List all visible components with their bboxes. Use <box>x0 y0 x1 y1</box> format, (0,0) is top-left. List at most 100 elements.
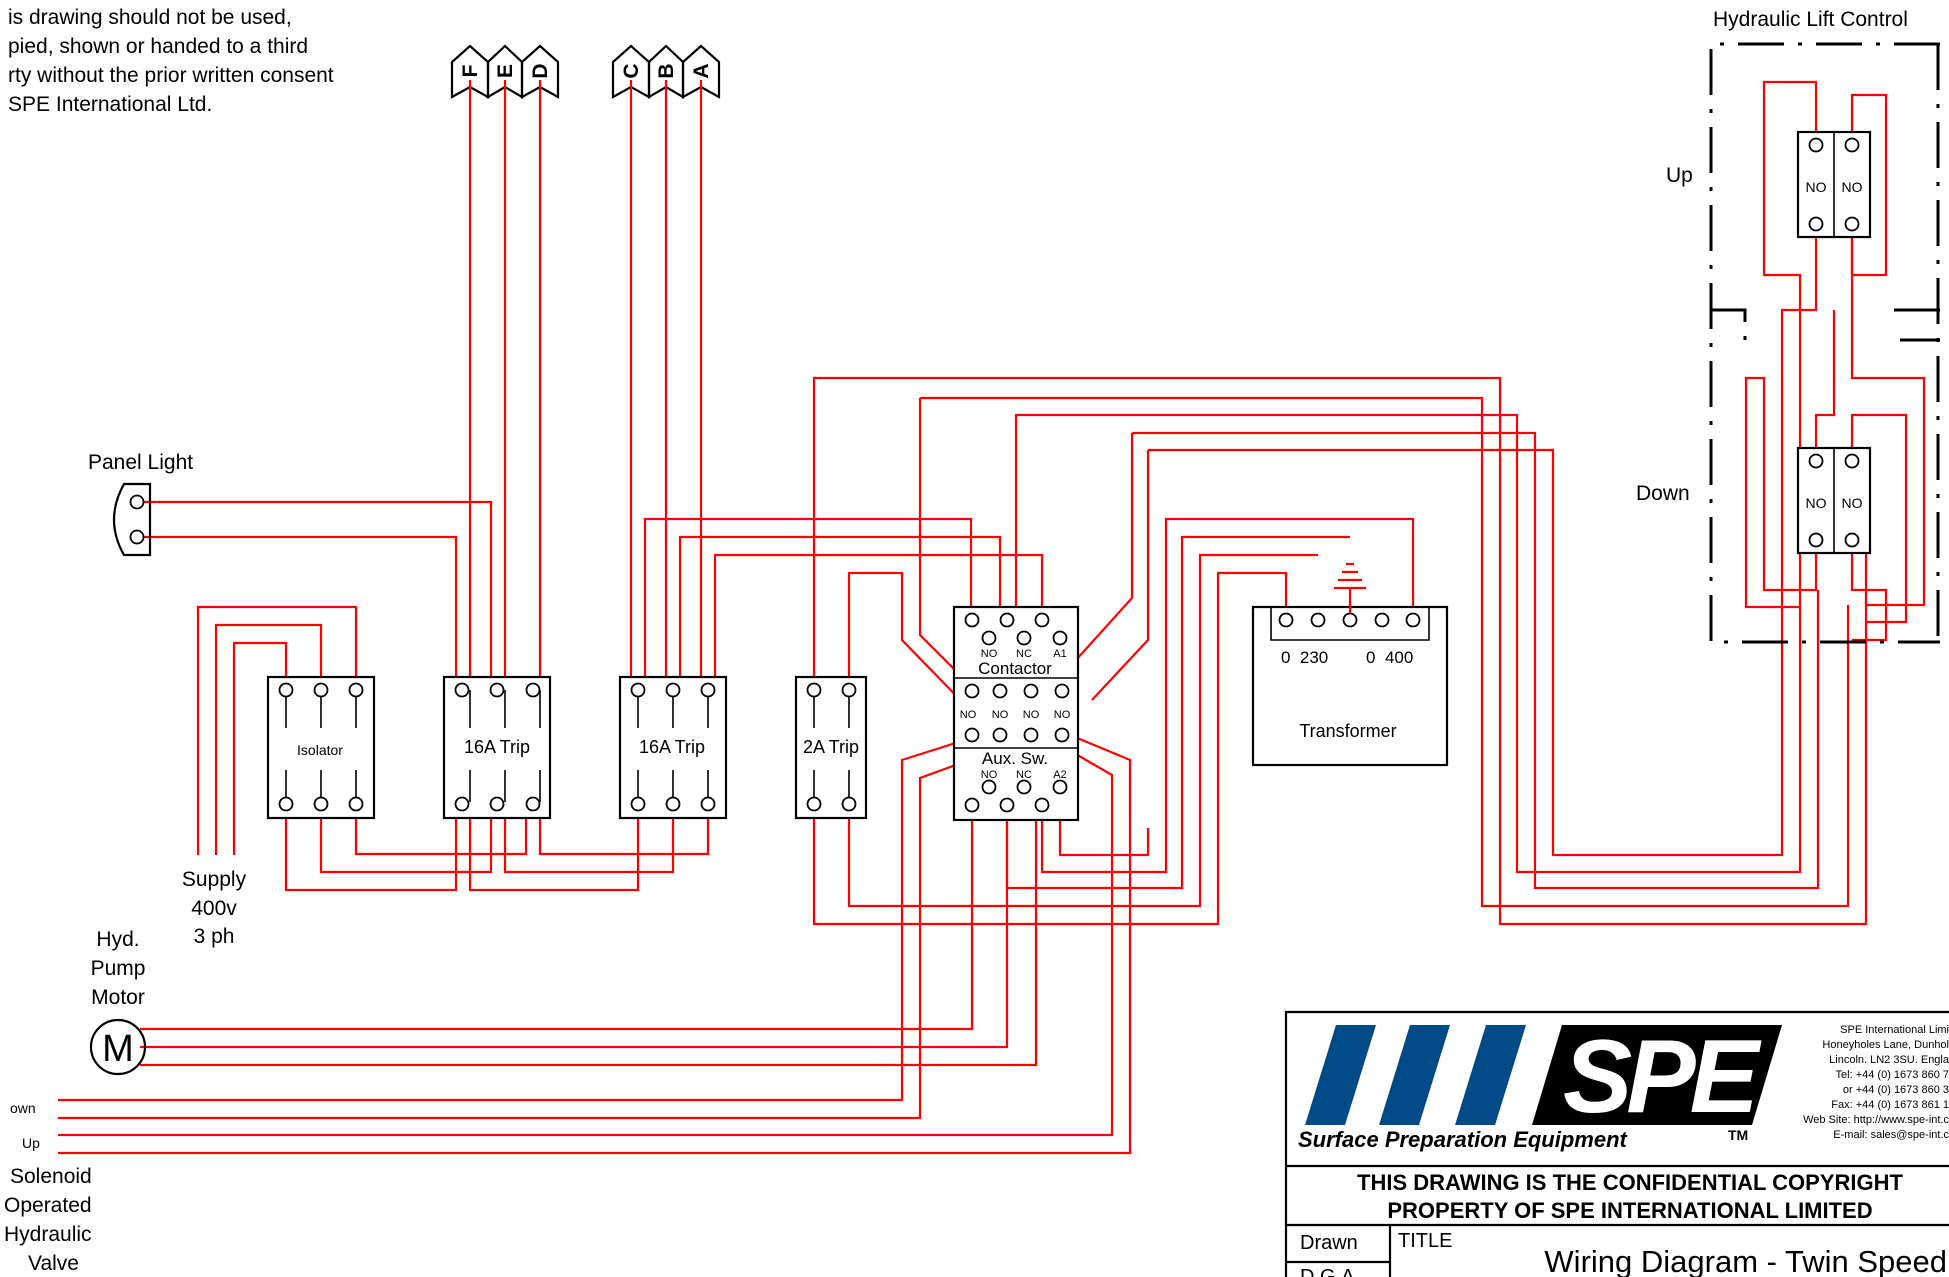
trip-16a-1-label: 16A Trip <box>464 737 530 757</box>
trip-terminal <box>489 682 505 698</box>
transformer: 0 230 0 400 Transformer <box>1251 605 1449 767</box>
wire-valve-down-1 <box>58 738 966 1102</box>
hydraulic-lift-control-divider <box>1711 308 1940 345</box>
trip-16a-1: 16A Trip <box>442 675 552 820</box>
title-label: TITLE <box>1398 1230 1452 1252</box>
trip-2a-label: 2A Trip <box>803 737 859 757</box>
logo-stripe-1 <box>1305 1025 1376 1125</box>
transformer-terminal <box>1374 612 1390 628</box>
notice-line-1: is drawing should not be used, <box>8 6 292 29</box>
aux-terminal <box>981 779 997 795</box>
company-address: SPE International Limi Honeyholes Lane, … <box>1803 1024 1949 1141</box>
connector-label-d: D <box>529 63 552 78</box>
wire-iso-out-3 <box>354 810 528 856</box>
valve-label-4: Valve <box>28 1252 79 1275</box>
company-line: E-mail: sales@spe-int.c <box>1833 1129 1949 1141</box>
notice-line-3: rty without the prior written consent <box>8 64 334 87</box>
up-label: Up <box>1666 164 1693 187</box>
wire-trip2-contactor-3 <box>713 553 1044 682</box>
wire-contactor-tx-3 <box>1058 805 1150 857</box>
aux-nc-label: NC <box>1016 769 1032 781</box>
logo-black-panel <box>1532 1025 1782 1125</box>
company-line: Lincoln. LN2 3SU. Engla <box>1829 1054 1949 1066</box>
down-switch-terminal <box>1808 453 1824 469</box>
wire-contactor-run-3 <box>1132 431 1820 890</box>
trip-terminal <box>841 682 857 698</box>
logo-stripe-2 <box>1379 1025 1450 1125</box>
down-switch-terminal <box>1844 453 1860 469</box>
up-switch-no-label: NO <box>1842 179 1863 195</box>
wire-hlc-8 <box>1850 545 1888 642</box>
motor: Hyd. Pump Motor M <box>89 928 147 1076</box>
trip-terminal <box>454 682 470 698</box>
isolator-terminal <box>313 796 329 812</box>
wire-contactor-diag-2 <box>1075 433 1134 661</box>
aux-terminal <box>1034 797 1050 813</box>
valve-label-1: Solenoid <box>10 1165 92 1188</box>
company-line: Web Site: http://www.spe-int.c <box>1803 1114 1949 1126</box>
supply-label-1: Supply <box>182 868 247 891</box>
supply-label-3: 3 ph <box>194 925 235 948</box>
wire-iso-out-2 <box>319 810 493 874</box>
copyright-notice: is drawing should not be used, pied, sho… <box>8 6 334 116</box>
contactor-a1-label: A1 <box>1053 648 1066 660</box>
wire-trip-link-2 <box>503 810 675 874</box>
aux-terminal <box>964 797 980 813</box>
transformer-terminal <box>1342 612 1358 628</box>
title-block: SPE Surface Preparation Equipment TM SPE… <box>1284 1010 1949 1277</box>
wire-2a-top-1 <box>812 376 1868 926</box>
contactor-terminal <box>1054 727 1070 743</box>
wire-motor-2 <box>140 805 1009 1049</box>
notice-line-2: pied, shown or handed to a third <box>8 35 308 58</box>
trip-2a-poles <box>813 690 850 802</box>
company-line: Fax: +44 (0) 1673 861 1 <box>1831 1099 1949 1111</box>
up-switch-no-label: NO <box>1806 179 1827 195</box>
wire-iso-out-1 <box>284 810 458 892</box>
title-block-frame <box>1284 1010 1949 1277</box>
isolator-terminal <box>278 796 294 812</box>
wire-motor-3 <box>140 805 1038 1067</box>
motor-label-3: Motor <box>91 986 145 1009</box>
up-switch-terminal <box>1844 216 1860 232</box>
panel-light-terminal-2 <box>129 529 145 545</box>
transformer-terminal-strip <box>1270 607 1430 641</box>
isolator-poles <box>285 690 357 802</box>
company-line: SPE International Limi <box>1840 1024 1949 1036</box>
contactor-no-label: NO <box>1023 709 1040 721</box>
trip-terminal <box>806 682 822 698</box>
isolator: Isolator <box>266 675 376 820</box>
trip-terminal <box>630 682 646 698</box>
contactor-terminal <box>1054 683 1070 699</box>
motor-symbol: M <box>102 1028 134 1070</box>
trip-terminal <box>525 796 541 812</box>
wire-valve-down-2 <box>58 756 976 1120</box>
spe-logo: SPE Surface Preparation Equipment TM <box>1298 1019 1782 1152</box>
connector-label-c: C <box>620 63 643 78</box>
trip-terminal <box>806 796 822 812</box>
aux-switch-label: Aux. Sw. <box>982 749 1048 768</box>
down-label: Down <box>1636 482 1690 505</box>
earth-icon-lines <box>1334 562 1366 613</box>
wire-contactor-run-2 <box>1014 413 1802 874</box>
transformer-label: Transformer <box>1299 721 1396 741</box>
supply-label: Supply 400v 3 ph <box>182 868 247 948</box>
wire-panel-light-1 <box>137 500 493 682</box>
contactor-dividers <box>954 677 1078 749</box>
logo-stripe-3 <box>1455 1025 1526 1125</box>
trip-2a-body <box>794 675 868 820</box>
connector-label-b: B <box>655 63 678 78</box>
wire-panel-light-2 <box>137 535 458 682</box>
confidential-line-1: THIS DRAWING IS THE CONFIDENTIAL COPYRIG… <box>1357 1170 1904 1195</box>
trip-16a-2-label: 16A Trip <box>639 737 705 757</box>
trip-terminal <box>630 796 646 812</box>
hydraulic-lift-control-label: Hydraulic Lift Control <box>1713 8 1908 31</box>
trip-16a-1-body <box>442 675 552 820</box>
wire-supply-2 <box>214 623 323 855</box>
panel-light: Panel Light <box>88 451 193 557</box>
company-line: Tel: +44 (0) 1673 860 7 <box>1836 1069 1949 1081</box>
contactor: NO NC A1 Contactor NO NO NO NO Aux. Sw. … <box>952 605 1080 822</box>
solenoid-valve: own Up Solenoid Operated Hydraulic Valve <box>4 1100 92 1275</box>
trip-terminal <box>700 796 716 812</box>
trip-terminal <box>665 682 681 698</box>
